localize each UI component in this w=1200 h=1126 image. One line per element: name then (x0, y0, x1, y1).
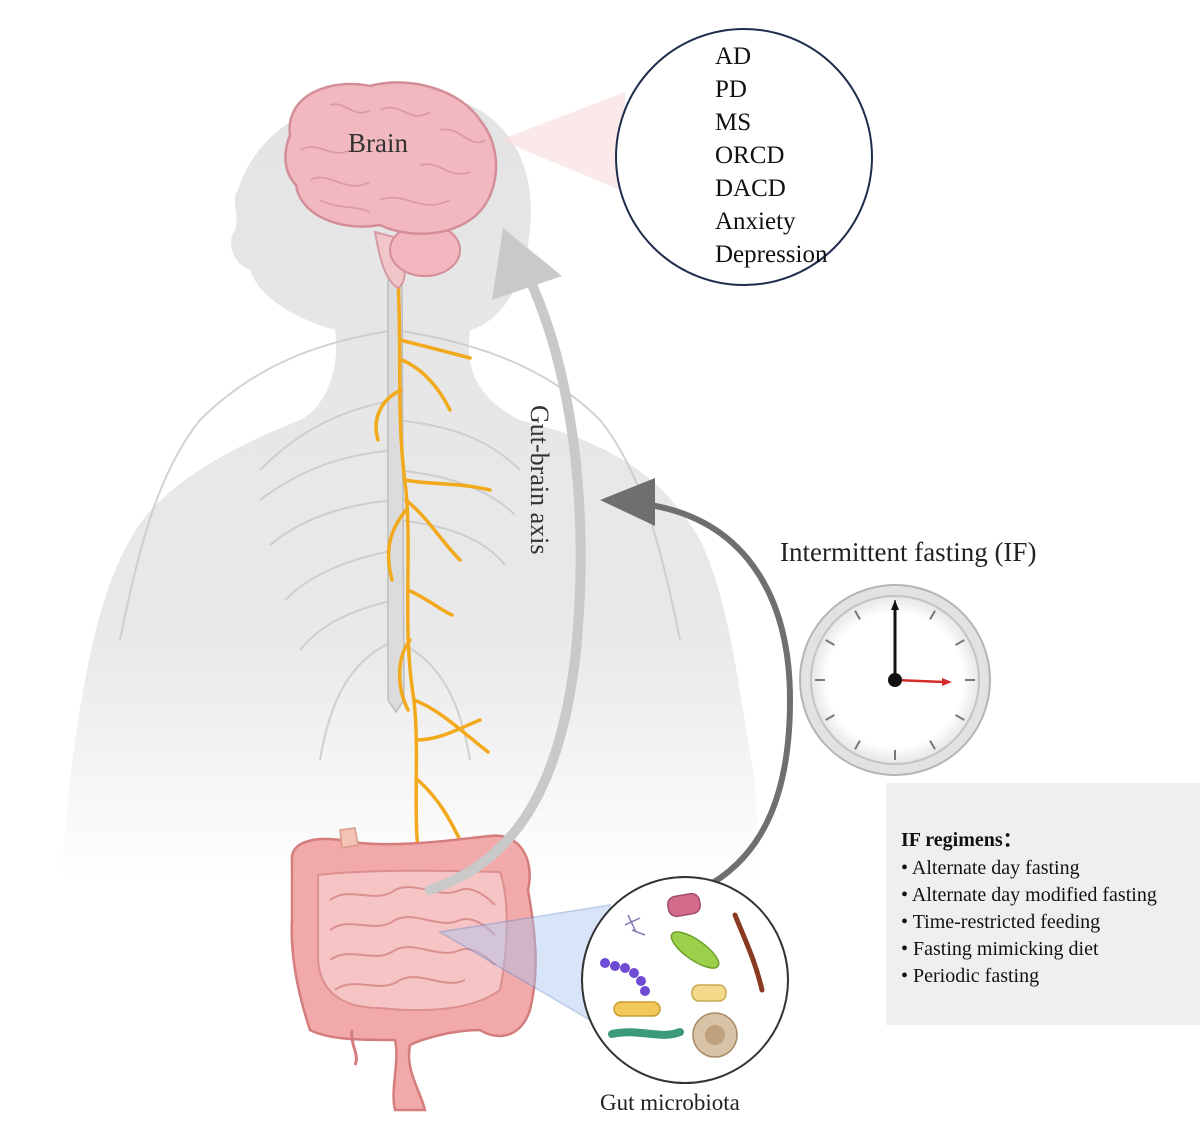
disease-item: Anxiety (715, 208, 796, 235)
fasting-arrow (600, 478, 794, 893)
disease-item: PD (715, 76, 747, 103)
clock-tick (955, 714, 965, 721)
clock-icon (799, 584, 991, 776)
regimen-item: • Periodic fasting (901, 965, 1040, 987)
clock-tick (825, 639, 835, 646)
gut-brain-axis-arrow (425, 228, 586, 895)
disease-item: ORCD (715, 142, 785, 169)
microbiota-label: Gut microbiota (600, 1090, 740, 1115)
axis-label-wrapper: Gut-brain axis (525, 405, 554, 554)
regimen-panel: IF regimens： • Alternate day fasting • A… (886, 783, 1200, 1025)
disease-item: Depression (715, 241, 828, 268)
clock-tick (854, 610, 861, 620)
clock-tick (825, 714, 835, 721)
brain-label: Brain (348, 128, 408, 158)
disease-list: AD PD MS ORCD DACD Anxiety Depression (715, 40, 827, 271)
bacteria-icon (600, 892, 765, 1058)
spinal-cord-icon (387, 279, 405, 714)
regimen-item: • Fasting mimicking diet (901, 938, 1099, 960)
disease-item: DACD (715, 175, 786, 202)
regimen-list: • Alternate day fasting • Alternate day … (901, 855, 1157, 990)
disease-item: AD (715, 43, 752, 70)
brain-icon (284, 81, 498, 290)
regimen-item: • Time-restricted feeding (901, 911, 1101, 933)
clock-tick (854, 740, 861, 750)
vagus-nerve (374, 278, 492, 872)
fasting-title: Intermittent fasting (IF) (780, 537, 1037, 567)
clock-tick (929, 740, 936, 750)
brain-zoom-connector (500, 92, 625, 192)
intestine-icon (290, 827, 537, 1112)
regimen-item: • Alternate day fasting (901, 857, 1080, 879)
clock-tick (929, 610, 936, 620)
disease-circle (615, 28, 873, 286)
disease-item: MS (715, 109, 752, 136)
regimen-title: IF regimens： (901, 829, 1023, 851)
axis-label: Gut-brain axis (525, 405, 554, 554)
regimen-item: • Alternate day modified fasting (901, 884, 1157, 906)
clock-tick (955, 639, 965, 646)
